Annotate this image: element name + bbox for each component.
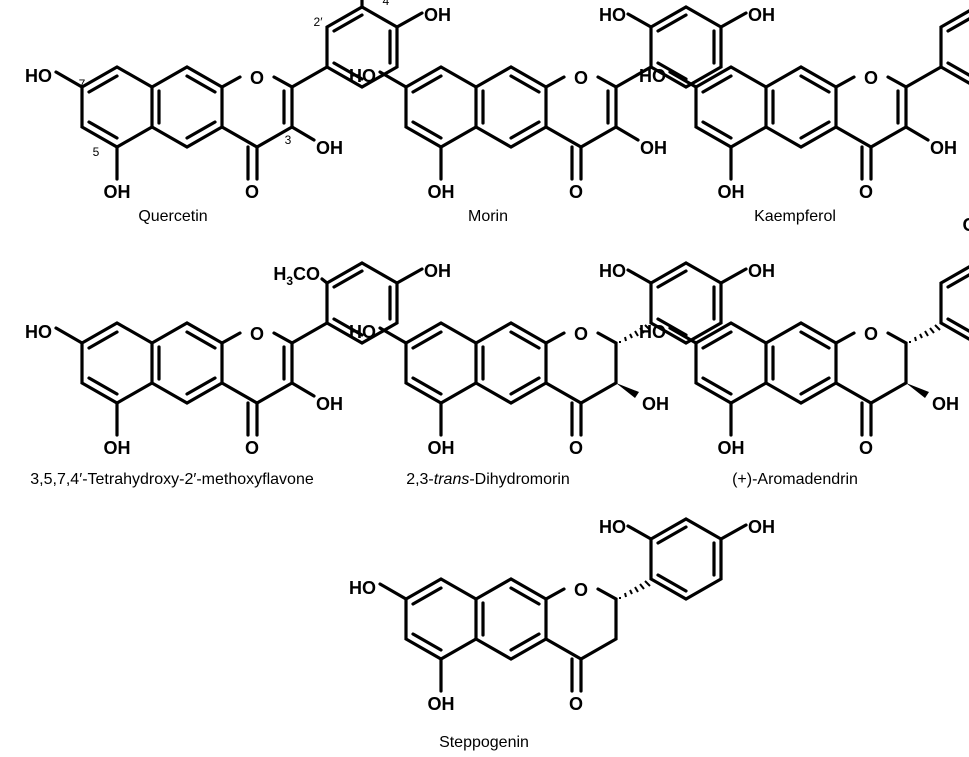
ring-oxygen: O: [574, 580, 588, 600]
hydroxyl-4prime: OH: [748, 5, 775, 25]
ring-oxygen: O: [574, 68, 588, 88]
carbonyl-oxygen: O: [245, 438, 259, 458]
hydroxyl-3: OH: [642, 394, 669, 414]
compound-name-steppogenin: Steppogenin: [439, 734, 529, 751]
carbonyl-oxygen: O: [569, 694, 583, 714]
compound-name-tetrahydroxy-methoxyflavone: 3,5,7,4′-Tetrahydroxy-2′-methoxyflavone: [30, 471, 314, 488]
hydroxyl-5: OH: [104, 182, 131, 202]
hydroxyl-7: HO: [25, 322, 52, 342]
hydroxyl-5: OH: [718, 182, 745, 202]
hydroxyl-5: OH: [428, 182, 455, 202]
compound-kaempferol: O HO OH OH OH O: [639, 5, 969, 202]
carbonyl-oxygen: O: [569, 438, 583, 458]
ring-oxygen: O: [250, 324, 264, 344]
hydroxyl-3: OH: [930, 138, 957, 158]
ring-oxygen: O: [574, 324, 588, 344]
compound-dihydromorin: O HO OH OH HO OH O: [349, 261, 775, 458]
hydroxyl-4prime: OH: [748, 261, 775, 281]
hydroxyl-3: OH: [932, 394, 959, 414]
hydroxyl-2prime: HO: [599, 261, 626, 281]
hydroxyl-3: OH: [316, 138, 343, 158]
hydroxyl-2prime: HO: [599, 517, 626, 537]
compound-tetrahydroxy-methoxyflavone: O HO OH OH H3CO OH O: [25, 261, 451, 458]
compound-name-dihydromorin: 2,3-trans-Dihydromorin: [406, 471, 570, 488]
compound-name-morin: Morin: [468, 208, 508, 225]
compound-aromadendrin: O HO OH OH OH O: [639, 215, 969, 458]
hydroxyl-7: HO: [639, 322, 666, 342]
compound-name-aromadendrin: (+)-Aromadendrin: [732, 471, 858, 488]
hydroxyl-5: OH: [718, 438, 745, 458]
hydroxyl-4prime: OH: [424, 5, 451, 25]
hydroxyl-4prime: OH: [963, 215, 969, 235]
ring-oxygen: O: [250, 68, 264, 88]
ring-oxygen: O: [864, 68, 878, 88]
compound-morin: O HO OH OH HO OH O: [349, 5, 775, 202]
hydroxyl-5: OH: [428, 694, 455, 714]
position-label-3: 3: [285, 133, 292, 147]
carbonyl-oxygen: O: [569, 182, 583, 202]
carbonyl-oxygen: O: [859, 438, 873, 458]
hydroxyl-2prime: HO: [599, 5, 626, 25]
position-label-2prime: 2′: [314, 15, 324, 29]
position-label-5: 5: [93, 145, 100, 159]
carbonyl-oxygen: O: [245, 182, 259, 202]
hydroxyl-5: OH: [428, 438, 455, 458]
hydroxyl-7: HO: [639, 66, 666, 86]
position-label-7: 7: [79, 77, 86, 91]
hydroxyl-7: HO: [349, 578, 376, 598]
hydroxyl-7: HO: [349, 66, 376, 86]
hydroxyl-7: HO: [349, 322, 376, 342]
hydroxyl-4prime: OH: [424, 261, 451, 281]
compound-quercetin: O HO OH OH OH OH O 7 5 3 2′ 4′: [25, 0, 451, 202]
hydroxyl-3: OH: [316, 394, 343, 414]
hydroxyl-5: OH: [104, 438, 131, 458]
methoxy-2prime: H3CO: [273, 264, 320, 288]
carbonyl-oxygen: O: [859, 182, 873, 202]
ring-oxygen: O: [864, 324, 878, 344]
hydroxyl-7: HO: [25, 66, 52, 86]
position-label-4prime: 4′: [383, 0, 393, 8]
compound-name-quercetin: Quercetin: [138, 208, 207, 225]
compound-steppogenin: O HO OH HO OH O: [349, 517, 775, 714]
compound-name-kaempferol: Kaempferol: [754, 208, 836, 225]
hydroxyl-4prime: OH: [748, 517, 775, 537]
hydroxyl-3: OH: [640, 138, 667, 158]
